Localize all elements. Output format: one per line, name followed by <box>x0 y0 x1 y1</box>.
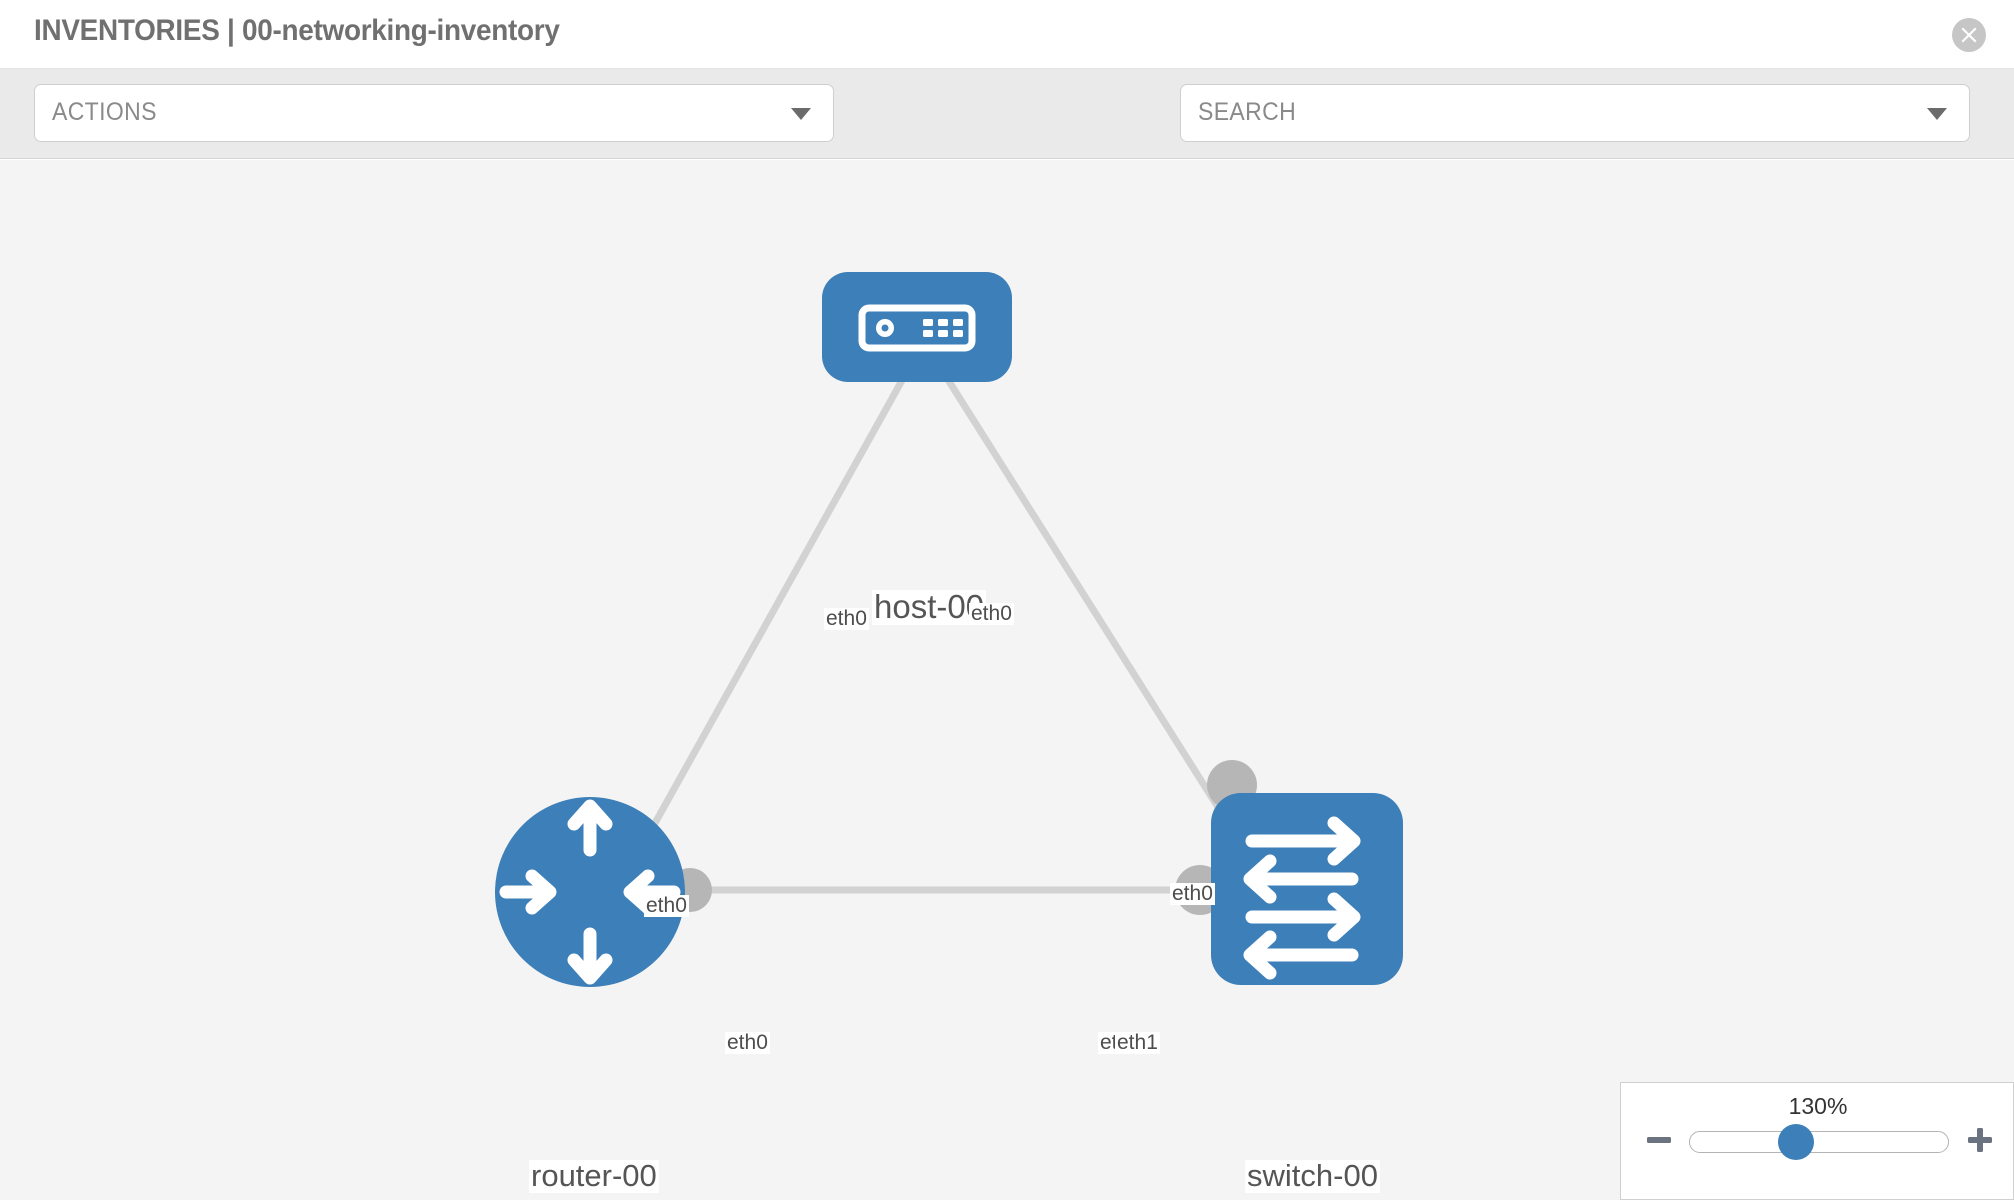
server-appliance-icon <box>858 304 976 352</box>
chevron-down-icon <box>1927 108 1947 120</box>
iface-label-switch-left-b: eth1 <box>1115 1031 1160 1055</box>
zoom-slider-handle[interactable] <box>1778 1124 1814 1160</box>
chevron-down-icon <box>791 108 811 120</box>
switch-exchange-arrows-icon <box>1243 816 1361 980</box>
router-four-arrows-icon <box>499 799 681 985</box>
topology-canvas[interactable]: host-00 router-00 switch-00 eth0 eth0 et… <box>0 160 2014 1200</box>
link-host-router <box>636 371 909 854</box>
iface-label-router-up: eth0 <box>644 894 689 918</box>
topology-links <box>636 371 1254 894</box>
link-host-switch <box>941 371 1249 854</box>
close-icon[interactable] <box>1952 18 1986 52</box>
page-header: INVENTORIES | 00-networking-inventory <box>0 0 2014 69</box>
page-title: INVENTORIES | 00-networking-inventory <box>34 14 560 47</box>
node-switch-00 <box>1211 793 1403 985</box>
zoom-in-button[interactable] <box>1965 1125 1995 1155</box>
topology-graph <box>495 272 1403 987</box>
actions-dropdown[interactable]: ACTIONS <box>34 84 834 142</box>
toolbar: ACTIONS SEARCH <box>0 69 2014 200</box>
search-input[interactable]: SEARCH <box>1180 84 1970 142</box>
zoom-level-value: 130% <box>1788 1093 1848 1119</box>
node-label-switch-00: switch-00 <box>1245 1158 1380 1193</box>
iface-label-host-right: eth0 <box>969 602 1014 626</box>
actions-dropdown-label: ACTIONS <box>52 98 157 126</box>
search-placeholder: SEARCH <box>1198 98 1297 126</box>
node-host-00 <box>822 272 1012 382</box>
node-label-host-00: host-00 <box>872 588 987 625</box>
node-label-router-00: router-00 <box>529 1158 659 1193</box>
zoom-slider-track[interactable] <box>1689 1131 1949 1153</box>
zoom-out-button[interactable] <box>1644 1125 1674 1155</box>
iface-label-switch-up: eth0 <box>1170 882 1215 906</box>
iface-label-router-right: eth0 <box>725 1031 770 1055</box>
node-router-00 <box>495 797 685 987</box>
iface-label-host-left: eth0 <box>824 607 869 631</box>
zoom-control-panel: 130% <box>1620 1082 2014 1200</box>
